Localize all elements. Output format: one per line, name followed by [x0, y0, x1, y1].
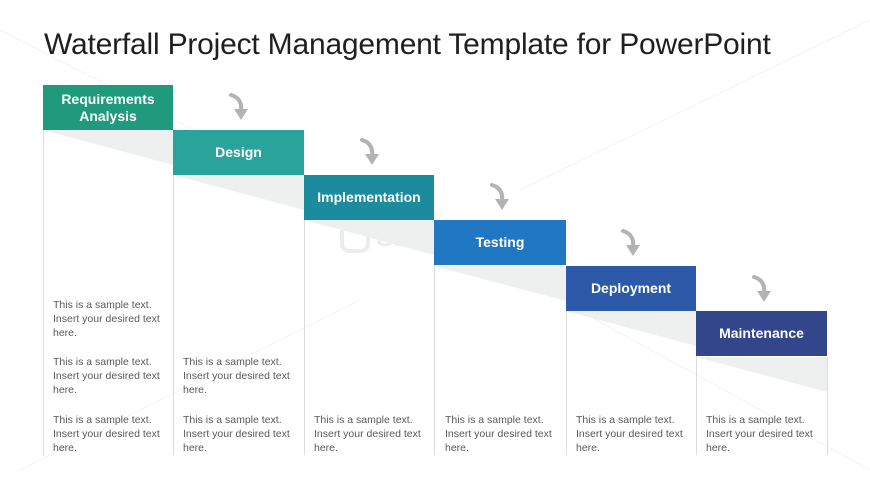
column-guide-line [304, 175, 305, 455]
step-maintenance[interactable]: Maintenance [696, 311, 827, 356]
step-description: This is a sample text. Insert your desir… [576, 414, 683, 454]
step-description: This is a sample text. Insert your desir… [314, 414, 421, 454]
step-description: This is a sample text. Insert your desir… [445, 414, 552, 454]
column-guide-line [696, 311, 697, 455]
step-shadow [304, 220, 434, 255]
step-description: This is a sample text. Insert your desir… [53, 356, 160, 396]
step-requirements-analysis[interactable]: Requirements Analysis [43, 85, 173, 130]
step-deployment[interactable]: Deployment [566, 266, 696, 311]
curved-down-arrow-icon [229, 93, 248, 120]
step-shadow [173, 175, 304, 210]
step-label: Deployment [590, 280, 672, 296]
step-design[interactable]: Design [173, 130, 304, 175]
step-label: Requirements Analysis [61, 90, 155, 124]
step-description: This is a sample text. Insert your desir… [183, 356, 290, 396]
step-description: This is a sample text. Insert your desir… [53, 414, 160, 454]
column-guide-line [827, 357, 828, 455]
step-shadow [696, 357, 827, 392]
step-testing[interactable]: Testing [434, 220, 566, 265]
column-guide-line [173, 130, 174, 455]
step-implementation[interactable]: Implementation [304, 175, 434, 220]
column-guide-line [566, 266, 567, 455]
step-label: Maintenance [719, 325, 804, 341]
step-shadow [434, 266, 566, 301]
slide-title: Waterfall Project Management Template fo… [44, 28, 771, 61]
step-shadow [43, 130, 173, 165]
step-shadow [566, 311, 696, 346]
curved-down-arrow-icon [621, 229, 640, 256]
curved-down-arrow-icon [752, 275, 771, 302]
step-description: This is a sample text. Insert your desir… [53, 299, 160, 339]
column-guide-line [43, 130, 44, 455]
step-description: This is a sample text. Insert your desir… [706, 414, 813, 454]
step-label: Design [215, 144, 262, 160]
step-label: Implementation [317, 189, 421, 205]
step-description: This is a sample text. Insert your desir… [183, 414, 290, 454]
curved-down-arrow-icon [360, 138, 379, 165]
column-guide-line [434, 220, 435, 455]
step-label: Testing [475, 234, 525, 250]
curved-down-arrow-icon [490, 183, 509, 210]
